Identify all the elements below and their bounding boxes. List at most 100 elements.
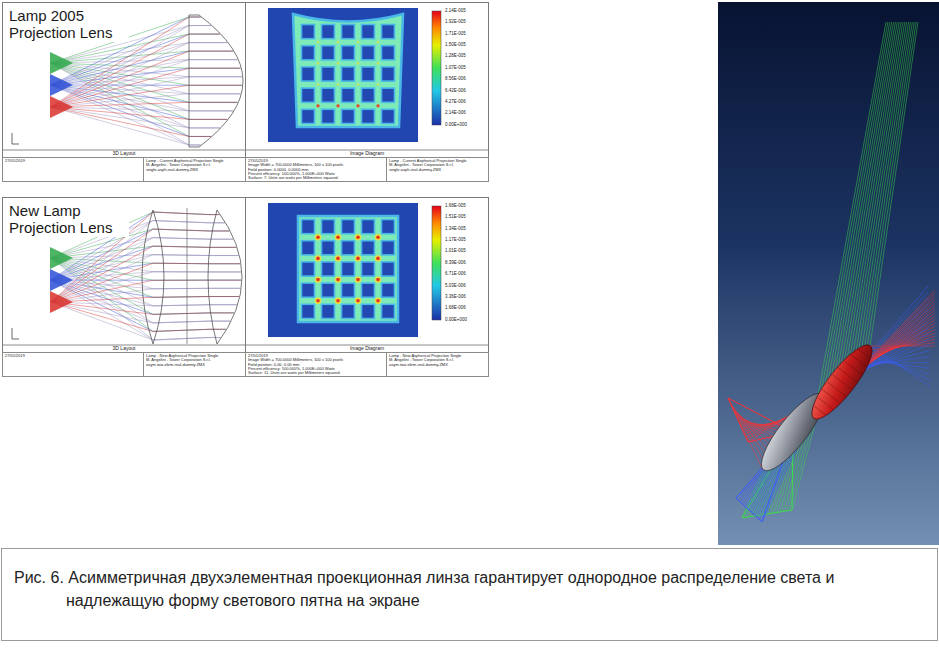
lens-outline — [142, 210, 164, 344]
grid-hole — [382, 109, 395, 123]
grid-hole — [342, 109, 355, 123]
light-ray — [51, 229, 229, 302]
light-source — [50, 74, 73, 96]
hot-spot-halo — [315, 276, 321, 282]
colorbar-value: 1.92E-005 — [445, 20, 466, 25]
colorbar-value: 1.28E-005 — [445, 54, 466, 59]
light-ray — [742, 330, 935, 430]
grid-hole — [342, 46, 355, 60]
hot-spot-halo — [315, 255, 321, 261]
footer-text: 27/01/2019 — [5, 354, 25, 358]
light-ray — [792, 22, 918, 510]
hot-spot — [336, 104, 339, 107]
hot-spot — [337, 62, 339, 64]
hot-spot-halo — [355, 276, 361, 282]
lens-mesh — [851, 355, 866, 367]
color-bar — [432, 11, 441, 125]
light-source — [50, 247, 73, 269]
light-ray — [736, 313, 935, 439]
lens-mesh — [833, 375, 852, 390]
colorbar-value: 8.39E-006 — [445, 261, 466, 266]
light-ray — [51, 280, 221, 340]
light-ray — [51, 102, 237, 107]
light-ray — [743, 333, 935, 432]
light-ray — [789, 22, 916, 510]
hot-spot — [337, 41, 339, 43]
grid-hole — [362, 88, 375, 102]
grid-hole — [362, 46, 375, 60]
footer-cell: 27/01/2019 — [2, 352, 144, 377]
grid-hole — [302, 67, 315, 81]
footer-cell: Lamp - Current Aspherical Projection Sin… — [143, 157, 246, 182]
colorbar-value: 0.00E+000 — [445, 123, 467, 128]
grid-hole — [322, 46, 335, 60]
hot-spot-halo — [335, 255, 341, 261]
axis-symbol — [12, 328, 19, 339]
hot-spot-halo — [355, 234, 361, 240]
light-ray — [51, 229, 229, 280]
light-ray — [51, 107, 211, 136]
footer-text: single-asph-real-dummy.ZMX — [389, 168, 441, 172]
light-ray — [732, 300, 935, 457]
plot-panel: New Lamp Projection Lens3D Layout27/01/2… — [2, 197, 246, 377]
grid-hole — [382, 88, 395, 102]
lens-mesh — [814, 406, 826, 415]
light-ray — [728, 290, 935, 470]
lens-mesh — [844, 361, 861, 375]
grid-hole — [342, 25, 355, 39]
light-ray — [51, 107, 233, 111]
light-ray — [733, 303, 935, 452]
hot-spot — [377, 84, 379, 86]
light-ray — [51, 263, 240, 302]
grid-hole — [382, 25, 395, 39]
hot-spot — [376, 299, 380, 303]
footer-text: Surface: 7. Units are watts per Millimet… — [248, 176, 339, 180]
grid-hole — [322, 109, 335, 123]
light-ray — [748, 22, 890, 517]
light-ray — [51, 280, 230, 323]
light-ray — [51, 77, 242, 107]
light-ray — [51, 272, 241, 302]
hot-spot — [336, 257, 340, 261]
hot-spot — [336, 299, 340, 303]
hot-spot — [377, 41, 379, 43]
colorbar-value: 1.01E-005 — [445, 249, 466, 254]
light-ray — [739, 320, 935, 430]
light-ray — [51, 63, 237, 102]
colorbar-value: 1.34E-005 — [445, 227, 466, 232]
footer-text: 27/01/2019 — [5, 159, 25, 163]
grid-hole — [302, 46, 315, 60]
grid-hole — [322, 304, 335, 318]
hot-spot — [357, 41, 359, 43]
colorbar-value: 1.51E-005 — [445, 215, 466, 220]
hot-spot — [316, 278, 320, 282]
light-source — [50, 269, 73, 291]
grid-hole — [342, 283, 355, 297]
detector-field — [268, 8, 418, 142]
light-ray — [51, 272, 241, 280]
footer-cell: Lamp - New Aspherical Projection SingleM… — [143, 352, 246, 377]
hot-spot — [357, 62, 359, 64]
render-3d — [718, 2, 939, 545]
grid-hole — [362, 241, 375, 255]
light-ray — [51, 94, 240, 107]
grid-hole — [322, 88, 335, 102]
panel-label: 3D Layout — [3, 346, 245, 351]
figure-caption: Рис. 6. Асимметричная двухэлементная про… — [14, 566, 919, 612]
hot-spot — [336, 235, 340, 239]
light-ray — [51, 263, 240, 280]
colorbar-value: 2.14E-005 — [445, 9, 466, 14]
colorbar-value: 2.14E-006 — [445, 111, 466, 116]
grid-hole — [302, 283, 315, 297]
panel-title: Lamp 2005 Projection Lens — [9, 7, 129, 42]
lens-outline — [208, 210, 242, 344]
colorbar-value: 3.36E-006 — [445, 295, 466, 300]
hot-spot — [356, 235, 360, 239]
light-ray — [51, 60, 237, 107]
light-ray — [51, 68, 240, 107]
light-source — [50, 52, 73, 74]
grid-hole — [322, 262, 335, 276]
hot-spot — [376, 235, 380, 239]
colorbar-value: 1.07E-005 — [445, 66, 466, 71]
